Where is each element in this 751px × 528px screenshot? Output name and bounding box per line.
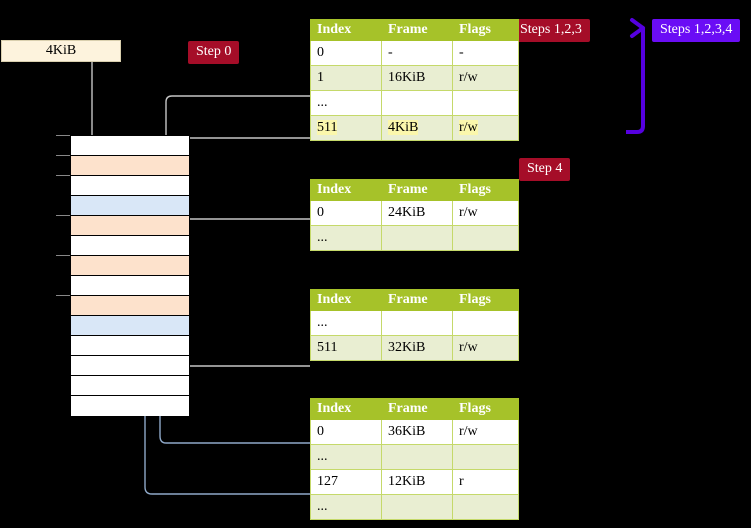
memory-grid-tick <box>56 135 70 136</box>
memory-frame-row <box>71 196 189 216</box>
column-header-index: Index <box>310 19 382 41</box>
table-cell-flags: r/w <box>452 200 519 226</box>
table-cell-frame <box>381 444 453 470</box>
table-cell-frame: 16KiB <box>381 65 453 91</box>
memory-frame-row <box>71 396 189 416</box>
frame-size-box: 4KiB <box>1 40 121 62</box>
memory-frame-row <box>71 156 189 176</box>
badge-steps-1234: Steps 1,2,3,4 <box>652 19 741 42</box>
table-cell-index: 511 <box>310 335 382 361</box>
table-cell-index: 0 <box>310 40 382 66</box>
table-cell-flags: r/w <box>452 335 519 361</box>
table-cell-frame: 36KiB <box>381 419 453 445</box>
badge-step-4: Step 4 <box>519 158 571 181</box>
table-cell-flags <box>452 444 519 470</box>
memory-frame-row <box>71 216 189 236</box>
column-header-flags: Flags <box>452 398 519 420</box>
table-cell-flags: r/w <box>452 419 519 445</box>
column-header-index: Index <box>310 179 382 201</box>
table-cell-frame <box>381 310 453 336</box>
table-row: ... <box>310 90 519 116</box>
physical-memory-grid <box>70 135 190 416</box>
frame-size-label: 4KiB <box>45 43 77 58</box>
table-cell-index: ... <box>310 90 382 116</box>
table-cell-index: ... <box>310 310 382 336</box>
badge-steps-123-label: Steps 1,2,3 <box>520 22 582 37</box>
table-cell-flags: r/w <box>452 115 519 141</box>
badge-step-4-label: Step 4 <box>527 161 563 176</box>
column-header-flags: Flags <box>452 179 519 201</box>
memory-frame-row <box>71 236 189 256</box>
memory-frame-row <box>71 256 189 276</box>
table-cell-index: ... <box>310 444 382 470</box>
memory-grid-tick <box>56 295 70 296</box>
table-cell-index: ... <box>310 494 382 520</box>
column-header-flags: Flags <box>452 289 519 311</box>
table-cell-frame: 4KiB <box>381 115 453 141</box>
badge-step-0: Step 0 <box>188 41 240 64</box>
table-row: 0-- <box>310 40 519 66</box>
memory-grid-tick <box>56 175 70 176</box>
table-cell-flags <box>452 310 519 336</box>
table-cell-frame: 24KiB <box>381 200 453 226</box>
table-cell-flags: - <box>452 40 519 66</box>
table-cell-flags: r <box>452 469 519 495</box>
table-cell-index: 511 <box>310 115 382 141</box>
memory-grid-tick <box>56 215 70 216</box>
memory-frame-row <box>71 376 189 396</box>
table-cell-flags <box>452 90 519 116</box>
table-cell-frame <box>381 225 453 251</box>
table-cell-frame: 12KiB <box>381 469 453 495</box>
column-header-flags: Flags <box>452 19 519 41</box>
memory-grid-tick <box>56 155 70 156</box>
table-cell-frame <box>381 494 453 520</box>
table-cell-index: ... <box>310 225 382 251</box>
memory-frame-row <box>71 336 189 356</box>
table-cell-index: 0 <box>310 200 382 226</box>
table-cell-frame: - <box>381 40 453 66</box>
table-cell-frame <box>381 90 453 116</box>
table-cell-frame: 32KiB <box>381 335 453 361</box>
table-cell-index: 127 <box>310 469 382 495</box>
memory-frame-row <box>71 176 189 196</box>
memory-frame-row <box>71 136 189 156</box>
column-header-frame: Frame <box>381 398 453 420</box>
memory-frame-row <box>71 296 189 316</box>
column-header-frame: Frame <box>381 19 453 41</box>
badge-steps-123: Steps 1,2,3 <box>512 19 590 42</box>
table-cell-index: 0 <box>310 419 382 445</box>
column-header-index: Index <box>310 398 382 420</box>
badge-step-0-label: Step 0 <box>196 44 232 59</box>
memory-grid-tick <box>56 255 70 256</box>
table-cell-flags <box>452 494 519 520</box>
table-row: ... <box>310 310 519 336</box>
memory-frame-row <box>71 316 189 336</box>
table-cell-index: 1 <box>310 65 382 91</box>
column-header-index: Index <box>310 289 382 311</box>
table-cell-flags <box>452 225 519 251</box>
table-row: ... <box>310 225 519 251</box>
memory-frame-row <box>71 276 189 296</box>
table-cell-flags: r/w <box>452 65 519 91</box>
column-header-frame: Frame <box>381 179 453 201</box>
badge-steps-1234-label: Steps 1,2,3,4 <box>660 22 733 37</box>
memory-frame-row <box>71 356 189 376</box>
table-row: ... <box>310 444 519 470</box>
column-header-frame: Frame <box>381 289 453 311</box>
table-row: ... <box>310 494 519 520</box>
